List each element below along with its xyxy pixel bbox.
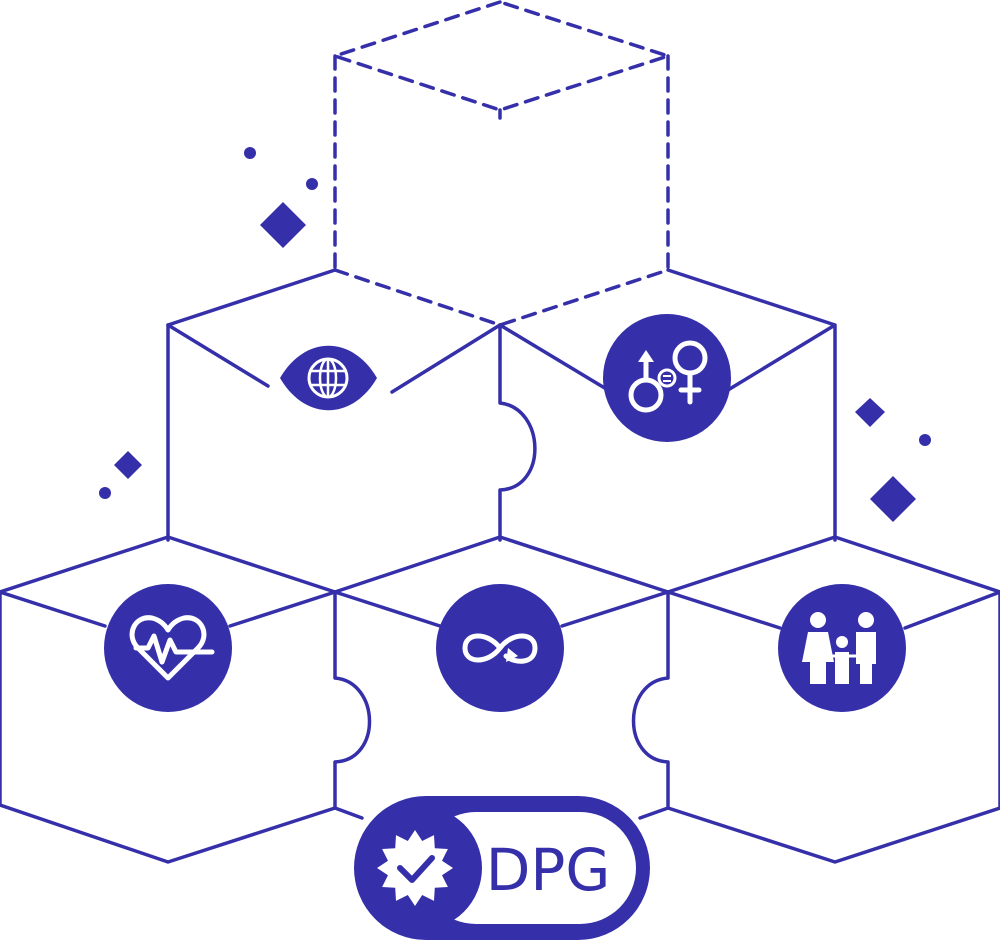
cube-middle-left	[166, 268, 537, 542]
decorations	[99, 147, 931, 522]
cube-bottom-left	[0, 535, 372, 864]
heart-pulse-icon	[104, 584, 232, 712]
diamond-decoration	[855, 398, 885, 427]
cube-bottom-right	[666, 535, 1000, 864]
badge-label: DPG	[486, 836, 611, 904]
verified-badge-icon	[377, 830, 453, 906]
dot-decoration	[244, 147, 256, 159]
dpg-badge: DPG	[354, 796, 650, 940]
cube-middle-right	[498, 268, 837, 542]
diamond-decoration	[870, 476, 916, 522]
infinity-cycle-icon	[436, 584, 564, 712]
dot-decoration	[919, 434, 931, 446]
diamond-decoration	[260, 202, 306, 248]
dot-decoration	[99, 487, 111, 499]
family-icon	[778, 584, 906, 712]
gender-equality-icon	[603, 314, 731, 442]
dot-decoration	[306, 178, 318, 190]
dashed-cube	[333, 0, 670, 327]
diamond-decoration	[114, 451, 142, 479]
eye-globe-icon	[280, 345, 377, 411]
cube-bottom-middle	[333, 535, 670, 820]
